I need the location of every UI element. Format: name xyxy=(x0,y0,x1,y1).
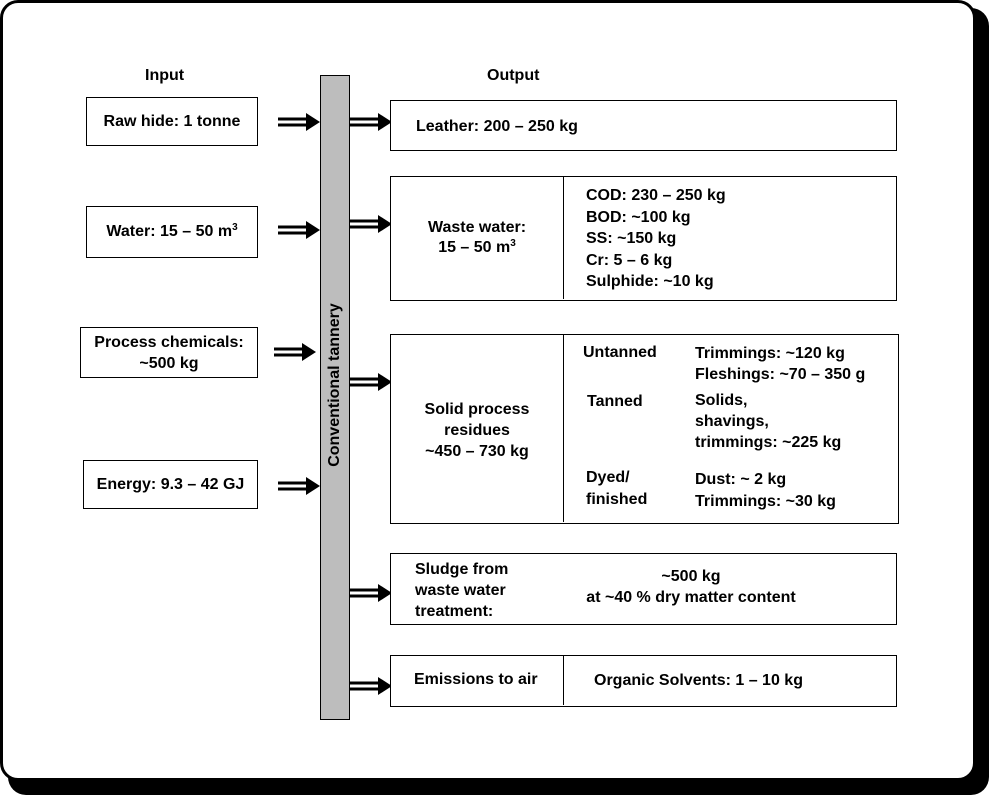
input-process-chemicals: Process chemicals: ~500 kg xyxy=(80,327,258,378)
emissions-value: Organic Solvents: 1 – 10 kg xyxy=(594,672,803,689)
dyed-label: Dyed/ finished xyxy=(586,469,648,508)
untanned-label: Untanned xyxy=(583,344,657,361)
arrow-sludge xyxy=(348,582,394,604)
waste-water-label: Waste water: 15 – 50 m3 xyxy=(427,219,527,256)
arrow-waste-water xyxy=(348,213,394,235)
input-process-chemicals-label: Process chemicals: ~500 kg xyxy=(94,333,244,372)
arrow-solid xyxy=(348,371,394,393)
output-leather-label: Leather: 200 – 250 kg xyxy=(416,118,578,135)
untanned-details: Trimmings: ~120 kg Fleshings: ~70 – 350 … xyxy=(695,345,866,383)
arrow-raw-hide xyxy=(276,111,322,133)
waste-water-details: COD: 230 – 250 kg BOD: ~100 kg SS: ~150 … xyxy=(586,185,726,293)
emissions-label: Emissions to air xyxy=(414,671,538,688)
output-solid-residues: Solid process residues ~450 – 730 kg Unt… xyxy=(390,334,899,524)
conventional-tannery-bar xyxy=(320,75,350,720)
output-emissions: Emissions to air Organic Solvents: 1 – 1… xyxy=(390,655,897,707)
cod-value: COD: 230 – 250 kg xyxy=(586,187,726,204)
arrow-emissions xyxy=(348,675,394,697)
bod-value: BOD: ~100 kg xyxy=(586,208,691,226)
ss-value: SS: ~150 kg xyxy=(586,230,677,247)
solid-label: Solid process residues ~450 – 730 kg xyxy=(424,400,530,460)
sulphide-value: Sulphide: ~10 kg xyxy=(586,273,714,290)
arrow-energy xyxy=(276,475,322,497)
input-raw-hide: Raw hide: 1 tonne xyxy=(86,97,258,146)
arrow-chemicals xyxy=(272,341,318,363)
input-water: Water: 15 – 50 m3 xyxy=(86,206,258,258)
tanned-details: Solids, shavings, trimmings: ~225 kg xyxy=(695,392,842,451)
cr-value: Cr: 5 – 6 kg xyxy=(586,251,673,269)
arrow-leather xyxy=(348,111,394,133)
input-raw-hide-label: Raw hide: 1 tonne xyxy=(103,112,241,130)
emissions-divider xyxy=(563,656,564,705)
output-header: Output xyxy=(487,67,540,84)
solid-divider xyxy=(563,335,564,522)
output-waste-water: Waste water: 15 – 50 m3 COD: 230 – 250 k… xyxy=(390,176,897,301)
output-sludge: Sludge from waste water treatment: ~500 … xyxy=(390,553,897,625)
input-energy: Energy: 9.3 – 42 GJ xyxy=(83,460,258,509)
waste-water-divider xyxy=(563,177,564,299)
input-energy-label: Energy: 9.3 – 42 GJ xyxy=(96,475,245,493)
dyed-details: Dust: ~ 2 kg Trimmings: ~30 kg xyxy=(695,471,836,510)
tanned-label: Tanned xyxy=(587,393,643,410)
input-header: Input xyxy=(145,67,185,84)
sludge-label: Sludge from waste water treatment: xyxy=(415,561,509,620)
output-leather: Leather: 200 – 250 kg xyxy=(390,100,897,151)
input-water-label: Water: 15 – 50 m3 xyxy=(106,222,238,240)
sludge-values: ~500 kg at ~40 % dry matter content xyxy=(586,568,796,606)
arrow-water xyxy=(276,219,322,241)
